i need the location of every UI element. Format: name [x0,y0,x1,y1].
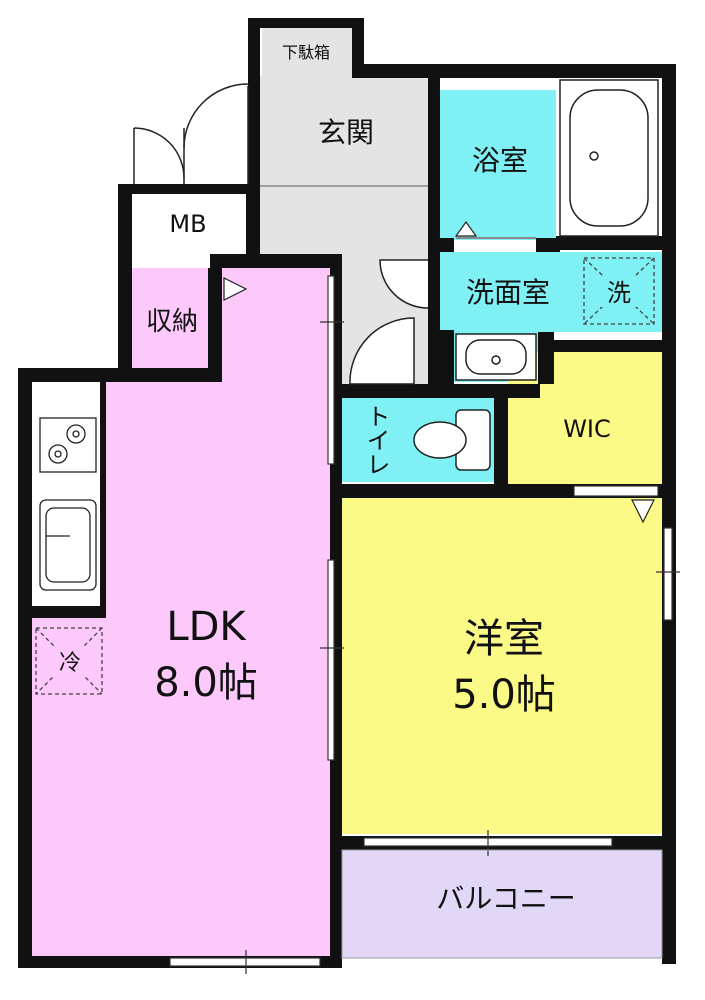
wall [556,236,666,250]
wall [538,340,662,352]
wash-basin [455,333,537,381]
washer-box [583,257,655,325]
wall [428,64,440,384]
stove-burner-center [72,430,80,438]
western-room-area [342,498,662,834]
wall [352,18,364,74]
door-swing-arc [183,83,249,149]
fridge-label-bg [54,646,86,676]
bath-door-marker [454,220,478,237]
western-size-label: 5.0帖 [452,672,556,718]
basin-counter [455,333,537,381]
ldk-size-label: 8.0帖 [154,660,258,706]
wic-opening [573,485,659,497]
western-door-marker [631,499,655,524]
washer-diagonal [583,257,655,325]
wall [208,268,222,382]
wall [248,18,362,28]
wall [100,382,106,618]
ldk-name-label: LDK [166,604,247,650]
bathtub-outer [559,79,659,237]
room-labels: 下駄箱 玄関 浴室 洗面室 洗 MB 収納 トイレ WIC LDK 8.0帖 洋… [59,43,631,915]
washer-diagonal [583,257,655,325]
shoebox-area [262,28,354,76]
entrance-door [133,83,249,184]
balcony-area [342,850,662,958]
balcony-railing [341,849,663,959]
sink [39,499,97,591]
window [169,957,321,967]
toilet-bowl [413,421,467,459]
fridge-space [35,627,103,695]
wall [246,184,260,254]
bathtub-drain [589,151,599,161]
storage-area [130,268,210,370]
wall [118,254,132,382]
washer-label: 洗 [607,279,631,307]
kitchen-counter [30,388,104,606]
wall [352,64,676,78]
openings [169,275,680,974]
basin-bowl [465,339,527,375]
wall [538,332,554,384]
stove-burner-center [54,450,62,458]
stove-burner [66,424,86,444]
basin-drain [491,355,501,365]
wall [536,238,560,252]
toilet-label: トイレ [362,404,390,476]
entrance-floor [258,76,430,192]
stove-burner [48,444,68,464]
toilet-fixture [413,409,491,471]
washer-label-bg [600,277,638,307]
washroom-door-swing [379,259,429,309]
wall [118,184,260,194]
washroom-label: 洗面室 [466,276,550,309]
mb-area [130,196,246,248]
western-name-label: 洋室 [464,616,544,662]
wall [440,330,454,384]
wall [440,238,454,252]
door-swing-arc [133,127,185,179]
wall [662,64,676,964]
storage-label: 収納 [146,307,198,337]
wall [330,384,540,398]
washer-space [583,257,655,325]
bathtub-inner [569,89,649,227]
wall [494,384,508,488]
sink-basin [45,507,91,583]
storage-door-marker [223,277,248,301]
mb-label: MB [169,210,206,238]
balcony-label: バルコニー [436,882,575,915]
fridge-diagonal [35,627,103,695]
bathtub [559,79,659,237]
stove [39,417,97,473]
fridge-diagonal [35,627,103,695]
toilet-door-swing [349,317,415,385]
wall [18,606,104,618]
wic-label: WIC [563,415,611,443]
sliding-door [327,559,335,761]
window [663,527,673,621]
wall [18,368,32,968]
entrance-label: 玄関 [318,116,374,149]
kitchen-fixtures [39,417,97,591]
fridge-box [35,627,103,695]
fridge-label: 冷 [59,651,81,676]
bath-label: 浴室 [472,144,528,177]
sliding-door [327,275,335,465]
wall [118,184,132,254]
shoebox-label: 下駄箱 [282,43,330,62]
wall [210,254,342,268]
bath-area [440,90,556,240]
